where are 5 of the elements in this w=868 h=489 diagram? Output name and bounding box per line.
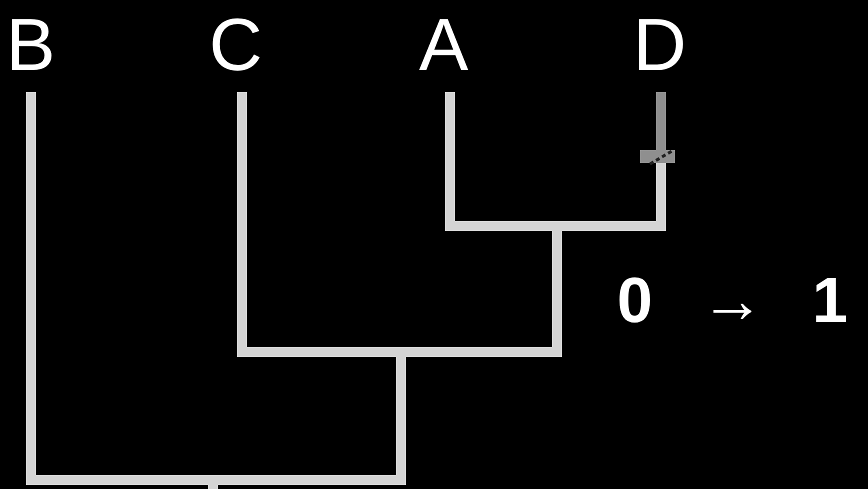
taxon-label: B <box>6 8 56 82</box>
taxon-label: C <box>209 8 262 82</box>
character-change-label: 0 → 1 <box>617 268 848 332</box>
taxon-label: D <box>633 8 686 82</box>
taxon-label: A <box>419 8 468 82</box>
